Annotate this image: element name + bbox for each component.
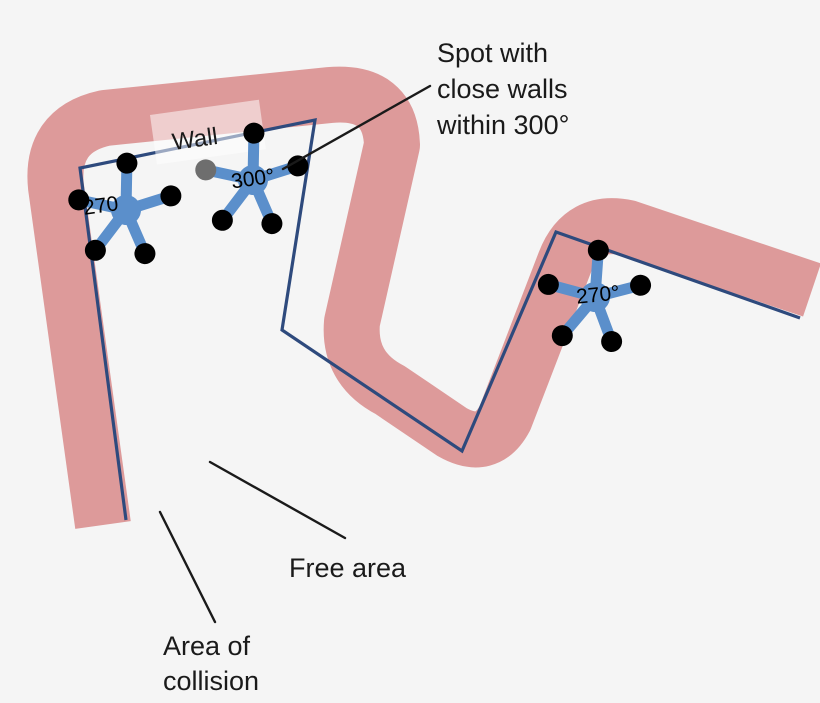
collision-callout: Area of collision [163,631,259,696]
robot-sensor-dots [537,239,652,353]
collision-leader-line [158,510,217,624]
sensor-dot-n [116,152,138,174]
robot-sensor-dots [68,152,182,265]
sensor-dot-nw [537,273,559,295]
inner-boundary-line [78,117,801,521]
wall-highlight-box [150,99,266,165]
sensor-dot-s [134,243,156,265]
sensor-dot-s [261,213,283,235]
sensor-dot-sw [551,325,573,347]
wall-label: Wall [170,123,219,156]
robot-270-right-label: 270° [575,281,621,308]
spot-callout-line3: within 300° [436,110,569,140]
robot-270-left[interactable] [60,142,196,280]
sensor-dot-n [243,122,265,144]
robot-hub [111,195,141,225]
spot-callout-line1: Spot with [437,38,548,68]
robot-hub [580,282,610,312]
sensor-dot-nw [68,189,90,211]
sensor-dot-e [630,274,652,296]
free-area-leader-line [208,460,347,540]
collision-callout-line1: Area of [163,631,251,661]
spot-callout: Spot with close walls within 300° [436,38,569,140]
wall-highlight [150,99,266,165]
sensor-dot-e [287,155,309,177]
sensor-dot-nw-wall-contact [195,159,217,181]
spot-callout-line2: close walls [437,74,568,104]
robot-300-label: 300° [230,165,276,194]
sensor-dot-e [160,185,182,207]
sensor-dot-n [587,239,609,261]
robot-300[interactable] [187,112,323,250]
robot-270-right[interactable] [531,231,663,365]
spot-leader-line [281,84,432,171]
sensor-dot-sw [84,239,106,261]
robot-sensor-dots [195,122,309,235]
sensor-dot-s [601,331,623,353]
collision-band [27,66,820,529]
robot-270-left-label: 270 [82,192,120,220]
free-area-callout: Free area [289,553,407,583]
sensor-dot-sw [211,209,233,231]
collision-callout-line2: collision [163,666,259,696]
robot-hub [238,165,268,195]
